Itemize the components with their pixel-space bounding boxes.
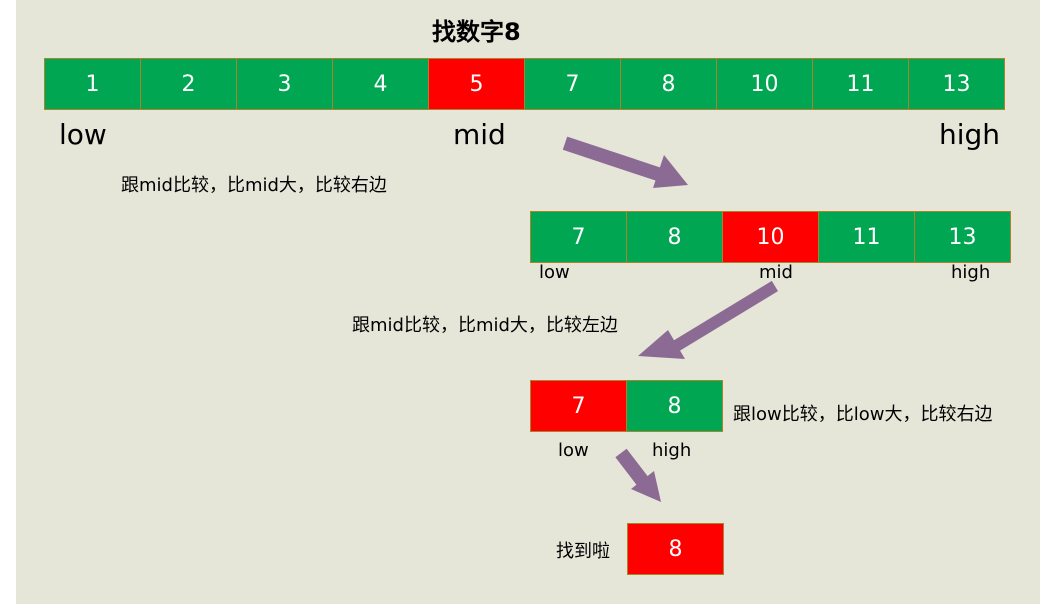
array-cell: 7 [524,58,621,110]
array-cell: 10 [716,58,813,110]
pointer-low-step2: low [539,262,570,283]
pointer-high-step2: high [951,262,991,283]
array-cell: 7 [530,380,627,432]
array-cell: 5 [428,58,525,110]
pointer-high-step3: high [652,440,692,461]
note-step2: 跟mid比较，比mid大，比较左边 [352,315,618,336]
pointer-mid-step1: mid [453,118,506,151]
array-cell: 7 [530,211,627,263]
pointer-low-step3: low [558,440,589,461]
pointer-low-step1: low [59,118,107,151]
array-cell: 2 [140,58,237,110]
array-cell: 13 [914,211,1011,263]
array-cell: 8 [620,58,717,110]
note-step1: 跟mid比较，比mid大，比较右边 [121,175,387,196]
array-cell: 11 [812,58,909,110]
array-cell: 4 [332,58,429,110]
pointer-mid-step2: mid [759,262,793,283]
diagram-title: 找数字8 [432,18,521,46]
array-cell: 13 [908,58,1005,110]
pointer-high-step1: high [939,118,1001,151]
array-cell: 8 [626,380,723,432]
array-row-step4: 8 [627,523,724,575]
array-cell: 1 [44,58,141,110]
array-cell: 8 [627,523,724,575]
note-step3: 跟low比较，比low大，比较右边 [733,404,993,425]
array-cell: 11 [818,211,915,263]
array-cell: 10 [722,211,819,263]
array-cell: 3 [236,58,333,110]
array-cell: 8 [626,211,723,263]
note-step4: 找到啦 [556,541,610,562]
